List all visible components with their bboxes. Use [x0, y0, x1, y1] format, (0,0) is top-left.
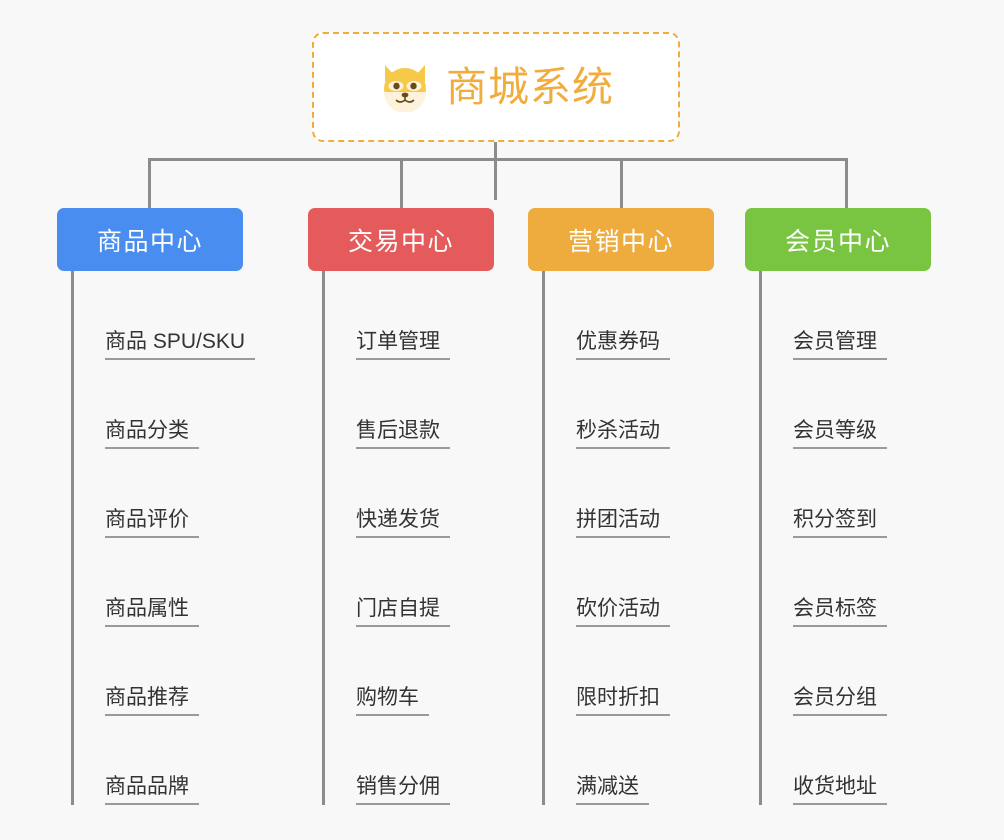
- list-item[interactable]: 商品 SPU/SKU: [71, 271, 256, 360]
- leaf-label: 商品推荐: [105, 686, 199, 716]
- list-item[interactable]: 满减送: [542, 716, 670, 805]
- branch-spine-1: [71, 271, 74, 805]
- list-item[interactable]: 快递发货: [322, 449, 450, 538]
- leaf-label: 砍价活动: [576, 597, 670, 627]
- root-title: 商城系统: [446, 63, 614, 110]
- leaf-label: 快递发货: [356, 508, 450, 538]
- leaf-label: 商品 SPU/SKU: [105, 330, 256, 360]
- leaf-label: 积分签到: [793, 508, 887, 538]
- leaf-list-2: 订单管理 售后退款 快递发货 门店自提 购物车 销售分佣: [322, 271, 450, 805]
- connector-drop-4: [845, 158, 848, 208]
- list-item[interactable]: 售后退款: [322, 360, 450, 449]
- connector-drop-3: [620, 158, 623, 208]
- list-item[interactable]: 收货地址: [759, 716, 887, 805]
- leaf-label: 限时折扣: [576, 686, 670, 716]
- category-label-4: 会员中心: [784, 227, 891, 256]
- leaf-label: 购物车: [356, 686, 429, 716]
- leaf-label: 拼团活动: [576, 508, 670, 538]
- list-item[interactable]: 商品分类: [71, 360, 255, 449]
- list-item[interactable]: 会员等级: [759, 360, 887, 449]
- root-node[interactable]: 商城系统: [312, 32, 680, 142]
- list-item[interactable]: 秒杀活动: [542, 360, 670, 449]
- category-label-2: 交易中心: [347, 227, 454, 256]
- list-item[interactable]: 会员分组: [759, 627, 887, 716]
- leaf-label: 门店自提: [356, 597, 450, 627]
- leaf-label: 秒杀活动: [576, 419, 670, 449]
- list-item[interactable]: 商品属性: [71, 538, 255, 627]
- leaf-list-1: 商品 SPU/SKU 商品分类 商品评价 商品属性 商品推荐 商品品牌: [71, 271, 256, 805]
- connector-drop-1: [148, 158, 151, 208]
- category-box-2[interactable]: 交易中心: [308, 208, 494, 271]
- list-item[interactable]: 商品评价: [71, 449, 255, 538]
- list-item[interactable]: 订单管理: [322, 271, 450, 360]
- category-label-1: 商品中心: [96, 227, 203, 256]
- leaf-label: 订单管理: [356, 330, 450, 360]
- connector-bus: [148, 158, 848, 161]
- connector-trunk: [494, 142, 497, 200]
- leaf-label: 商品属性: [105, 597, 199, 627]
- category-box-3[interactable]: 营销中心: [528, 208, 714, 271]
- category-box-1[interactable]: 商品中心: [57, 208, 243, 271]
- leaf-label: 售后退款: [356, 419, 450, 449]
- leaf-label: 优惠券码: [576, 330, 670, 360]
- list-item[interactable]: 商品品牌: [71, 716, 255, 805]
- leaf-list-4: 会员管理 会员等级 积分签到 会员标签 会员分组 收货地址: [759, 271, 887, 805]
- category-box-4[interactable]: 会员中心: [745, 208, 931, 271]
- leaf-label: 商品分类: [105, 419, 199, 449]
- list-item[interactable]: 限时折扣: [542, 627, 670, 716]
- leaf-label: 商品品牌: [105, 775, 199, 805]
- leaf-label: 商品评价: [105, 508, 199, 538]
- leaf-label: 收货地址: [793, 775, 887, 805]
- list-item[interactable]: 优惠券码: [542, 271, 670, 360]
- leaf-label: 会员标签: [793, 597, 887, 627]
- branch-spine-3: [542, 271, 545, 805]
- branch-spine-4: [759, 271, 762, 805]
- list-item[interactable]: 商品推荐: [71, 627, 255, 716]
- list-item[interactable]: 购物车: [322, 627, 450, 716]
- leaf-label: 满减送: [576, 775, 649, 805]
- branch-spine-2: [322, 271, 325, 805]
- list-item[interactable]: 拼团活动: [542, 449, 670, 538]
- list-item[interactable]: 会员标签: [759, 538, 887, 627]
- list-item[interactable]: 积分签到: [759, 449, 887, 538]
- leaf-label: 会员等级: [793, 419, 887, 449]
- connector-drop-2: [400, 158, 403, 208]
- leaf-label: 销售分佣: [356, 775, 450, 805]
- shiba-dog-emoji: [384, 65, 426, 112]
- leaf-label: 会员管理: [793, 330, 887, 360]
- list-item[interactable]: 砍价活动: [542, 538, 670, 627]
- list-item[interactable]: 销售分佣: [322, 716, 450, 805]
- leaf-list-3: 优惠券码 秒杀活动 拼团活动 砍价活动 限时折扣 满减送: [542, 271, 670, 805]
- leaf-label: 会员分组: [793, 686, 887, 716]
- category-label-3: 营销中心: [567, 227, 674, 256]
- list-item[interactable]: 门店自提: [322, 538, 450, 627]
- list-item[interactable]: 会员管理: [759, 271, 887, 360]
